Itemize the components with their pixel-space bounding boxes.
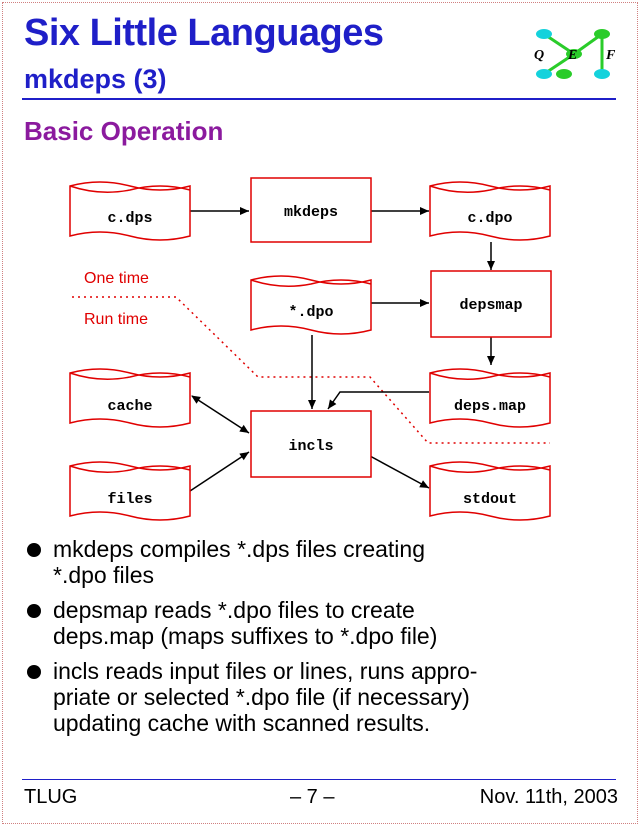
one-time-run-time-divider: [72, 296, 550, 444]
node-depsmapfile-shape: [429, 368, 551, 428]
footer-page-number: – 7 –: [290, 786, 335, 808]
arrow-files-to-incls: [189, 451, 250, 492]
qef-logo: Q E F: [534, 29, 616, 79]
one-time-label: One time: [84, 270, 149, 287]
arrow-incls-to-stdout: [369, 455, 430, 489]
node-stdout-shape: [429, 461, 551, 521]
bullet-list: mkdeps compiles *.dps files creating *.d…: [24, 536, 624, 745]
node-cache-shape: [69, 368, 191, 428]
bullet-dot-icon: [27, 543, 41, 557]
bullet-line: priate or selected *.dpo file (if necess…: [53, 684, 470, 710]
logo-letter-q: Q: [534, 48, 544, 63]
node-cache: cache: [107, 398, 152, 415]
node-files-shape: [69, 461, 191, 521]
node-incls-shape: [250, 410, 372, 478]
node-cdpo-shape: [429, 181, 551, 241]
node-mkdeps-shape: [250, 177, 372, 243]
flow-diagram: One time Run time c.dps mkdeps c.dpo *.d…: [69, 177, 552, 521]
header-divider: [22, 98, 616, 100]
node-stdout: stdout: [463, 491, 517, 508]
node-files: files: [107, 491, 152, 508]
node-depsmap: depsmap: [459, 297, 522, 314]
slide-subtitle: mkdeps (3): [24, 64, 167, 94]
node-mkdeps: mkdeps: [284, 204, 338, 221]
section-heading: Basic Operation: [24, 116, 224, 146]
node-depsmap-shape: [430, 270, 552, 338]
logo-letter-e: E: [567, 48, 577, 63]
run-time-label: Run time: [84, 311, 148, 328]
node-depsmapfile: deps.map: [454, 398, 526, 415]
node-stardpo: *.dpo: [288, 304, 333, 321]
slide-title: Six Little Languages: [24, 12, 384, 54]
bullet-dot-icon: [27, 604, 41, 618]
bullet-item: mkdeps compiles *.dps files creating *.d…: [24, 536, 624, 588]
bullet-item: depsmap reads *.dpo files to create deps…: [24, 597, 624, 649]
bullet-line: incls reads input files or lines, runs a…: [53, 658, 478, 684]
arrow-cache-incls: [191, 395, 250, 434]
bullet-line: updating cache with scanned results.: [53, 710, 431, 736]
logo-letter-f: F: [605, 48, 616, 63]
footer-date: Nov. 11th, 2003: [479, 786, 618, 808]
node-incls: incls: [288, 438, 333, 455]
arrow-depsmapfile-to-incls: [327, 391, 429, 410]
bullet-line: mkdeps compiles *.dps files creating: [53, 536, 425, 562]
node-cdps: c.dps: [107, 210, 152, 227]
bullet-line: depsmap reads *.dpo files to create: [53, 597, 415, 623]
node-cdps-shape: [69, 181, 191, 241]
footer-left: TLUG: [24, 786, 78, 808]
footer-divider: [22, 779, 616, 780]
node-stardpo-shape: [250, 275, 372, 335]
node-cdpo: c.dpo: [467, 210, 512, 227]
bullet-line: *.dpo files: [53, 562, 155, 588]
bullet-line: deps.map (maps suffixes to *.dpo file): [53, 623, 438, 649]
bullet-item: incls reads input files or lines, runs a…: [24, 658, 624, 736]
bullet-dot-icon: [27, 665, 41, 679]
